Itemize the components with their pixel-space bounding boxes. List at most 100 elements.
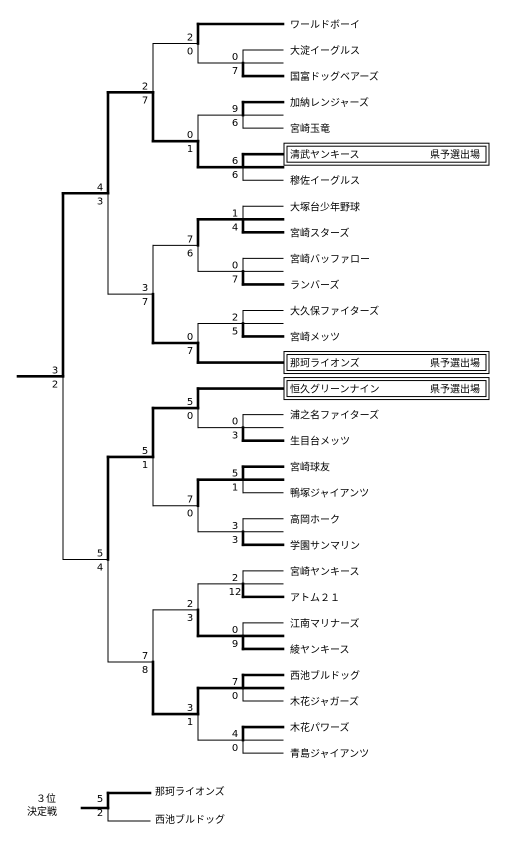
team-name: 清武ヤンキース: [290, 148, 360, 161]
bracket-labels: 0720966601271407762507374303505133705121…: [52, 19, 480, 760]
qualifier-note: 県予選出場: [430, 357, 480, 370]
team-name: 浦之名ファイターズ: [290, 409, 379, 422]
match-score-top: 7: [142, 651, 148, 662]
team-name: 穆佐イーグルス: [290, 174, 360, 187]
third-place-score-b: 2: [97, 808, 103, 819]
match-score-top: 6: [232, 156, 238, 167]
match-score-top: 3: [142, 283, 148, 294]
team-name: ランバーズ: [290, 278, 340, 291]
match-score-top: 2: [232, 573, 238, 584]
match-score-bottom: 2: [52, 379, 58, 390]
team-name: 西池ブルドッグ: [290, 669, 360, 682]
team-name: 鴨塚ジャイアンツ: [290, 487, 369, 500]
third-place-score-a: 5: [97, 794, 103, 805]
third-place-match: ３位 決定戦 5 2 那珂ライオンズ 西池ブルドッグ: [27, 785, 225, 826]
match-score-bottom: 0: [187, 411, 193, 422]
match-score-top: 1: [232, 208, 238, 219]
team-name: 学園サンマリン: [290, 539, 360, 552]
match-score-bottom: 6: [232, 118, 238, 129]
match-score-bottom: 0: [187, 509, 193, 520]
team-name: 恒久グリーンナイン: [290, 383, 380, 396]
match-score-bottom: 3: [232, 431, 238, 442]
match-score-bottom: 1: [187, 717, 193, 728]
team-name: 宮崎メッツ: [290, 330, 340, 343]
match-score-top: 0: [232, 260, 238, 271]
qualifier-note: 県予選出場: [430, 383, 480, 396]
match-score-bottom: 1: [232, 483, 238, 494]
match-score-bottom: 0: [232, 691, 238, 702]
team-name: 大塚台少年野球: [290, 200, 360, 213]
match-score-top: 2: [187, 33, 193, 44]
third-place-team-b: 西池ブルドッグ: [155, 813, 225, 826]
match-score-top: 3: [187, 703, 193, 714]
match-score-bottom: 0: [187, 47, 193, 58]
match-score-top: 2: [232, 312, 238, 323]
match-score-top: 9: [232, 104, 238, 115]
bracket-lines: [16, 22, 285, 754]
match-score-bottom: 0: [232, 743, 238, 754]
match-score-bottom: 9: [232, 639, 238, 650]
match-score-top: 3: [232, 521, 238, 532]
match-score-bottom: 3: [232, 535, 238, 546]
match-score-top: 4: [97, 182, 103, 193]
match-score-top: 7: [187, 234, 193, 245]
team-name: 宮崎バッファロー: [290, 252, 370, 265]
team-name: 宮崎ヤンキース: [290, 565, 360, 578]
team-name: 宮崎スターズ: [290, 226, 350, 239]
match-score-top: 2: [187, 599, 193, 610]
team-name: 大久保ファイターズ: [290, 304, 379, 317]
match-score-bottom: 8: [142, 665, 148, 676]
match-score-bottom: 3: [97, 196, 103, 207]
match-score-bottom: 6: [232, 170, 238, 181]
third-place-caption-line1: ３位: [36, 792, 56, 805]
team-name: 国富ドッグベアーズ: [290, 70, 379, 83]
team-name: ワールドボーイ: [290, 19, 360, 31]
match-score-bottom: 7: [232, 274, 238, 285]
match-score-bottom: 3: [187, 613, 193, 624]
match-score-top: 4: [232, 729, 238, 740]
team-name: 加納レンジャーズ: [290, 96, 369, 109]
team-name: アトム２１: [290, 592, 340, 604]
qualifier-box-inner: [286, 380, 487, 398]
match-score-top: 0: [187, 332, 193, 343]
qualifier-note: 県予選出場: [430, 148, 480, 161]
team-name: 宮崎球友: [290, 461, 330, 474]
team-name: 那珂ライオンズ: [290, 357, 360, 370]
third-place-caption-line2: 決定戦: [27, 805, 57, 818]
match-score-bottom: 12: [229, 587, 242, 598]
match-score-top: 5: [97, 548, 103, 559]
match-score-top: 7: [232, 677, 238, 688]
team-name: 木花パワーズ: [290, 721, 350, 734]
team-name: 宮崎玉竜: [290, 122, 330, 135]
match-score-bottom: 1: [142, 460, 148, 471]
match-score-bottom: 7: [142, 297, 148, 308]
qualifier-box-outer: [283, 351, 490, 375]
qualifier-boxes: [283, 142, 490, 401]
qualifier-box-outer: [283, 142, 490, 166]
team-name: 生目台メッツ: [290, 435, 350, 448]
match-score-top: 0: [187, 130, 193, 141]
match-score-top: 0: [232, 52, 238, 63]
match-score-bottom: 5: [232, 326, 238, 337]
match-score-top: 0: [232, 417, 238, 428]
qualifier-box-inner: [286, 145, 487, 163]
team-name: 青島ジャイアンツ: [290, 747, 369, 760]
team-name: 江南マリナーズ: [290, 617, 360, 630]
team-name: 高岡ホーク: [290, 513, 340, 526]
team-name: 綾ヤンキース: [290, 643, 350, 656]
third-place-team-a: 那珂ライオンズ: [155, 785, 225, 798]
team-name: 大淀イーグルス: [290, 44, 360, 57]
team-name: 木花ジャガーズ: [290, 695, 359, 708]
qualifier-box-inner: [286, 354, 487, 372]
match-score-bottom: 4: [97, 562, 103, 573]
qualifier-box-outer: [283, 377, 490, 401]
match-score-bottom: 7: [142, 95, 148, 106]
match-score-top: 5: [232, 469, 238, 480]
match-score-top: 7: [187, 495, 193, 506]
match-score-bottom: 4: [232, 222, 238, 233]
match-score-top: 5: [142, 446, 148, 457]
match-score-bottom: 1: [187, 144, 193, 155]
match-score-bottom: 6: [187, 248, 193, 259]
match-score-top: 2: [142, 81, 148, 92]
